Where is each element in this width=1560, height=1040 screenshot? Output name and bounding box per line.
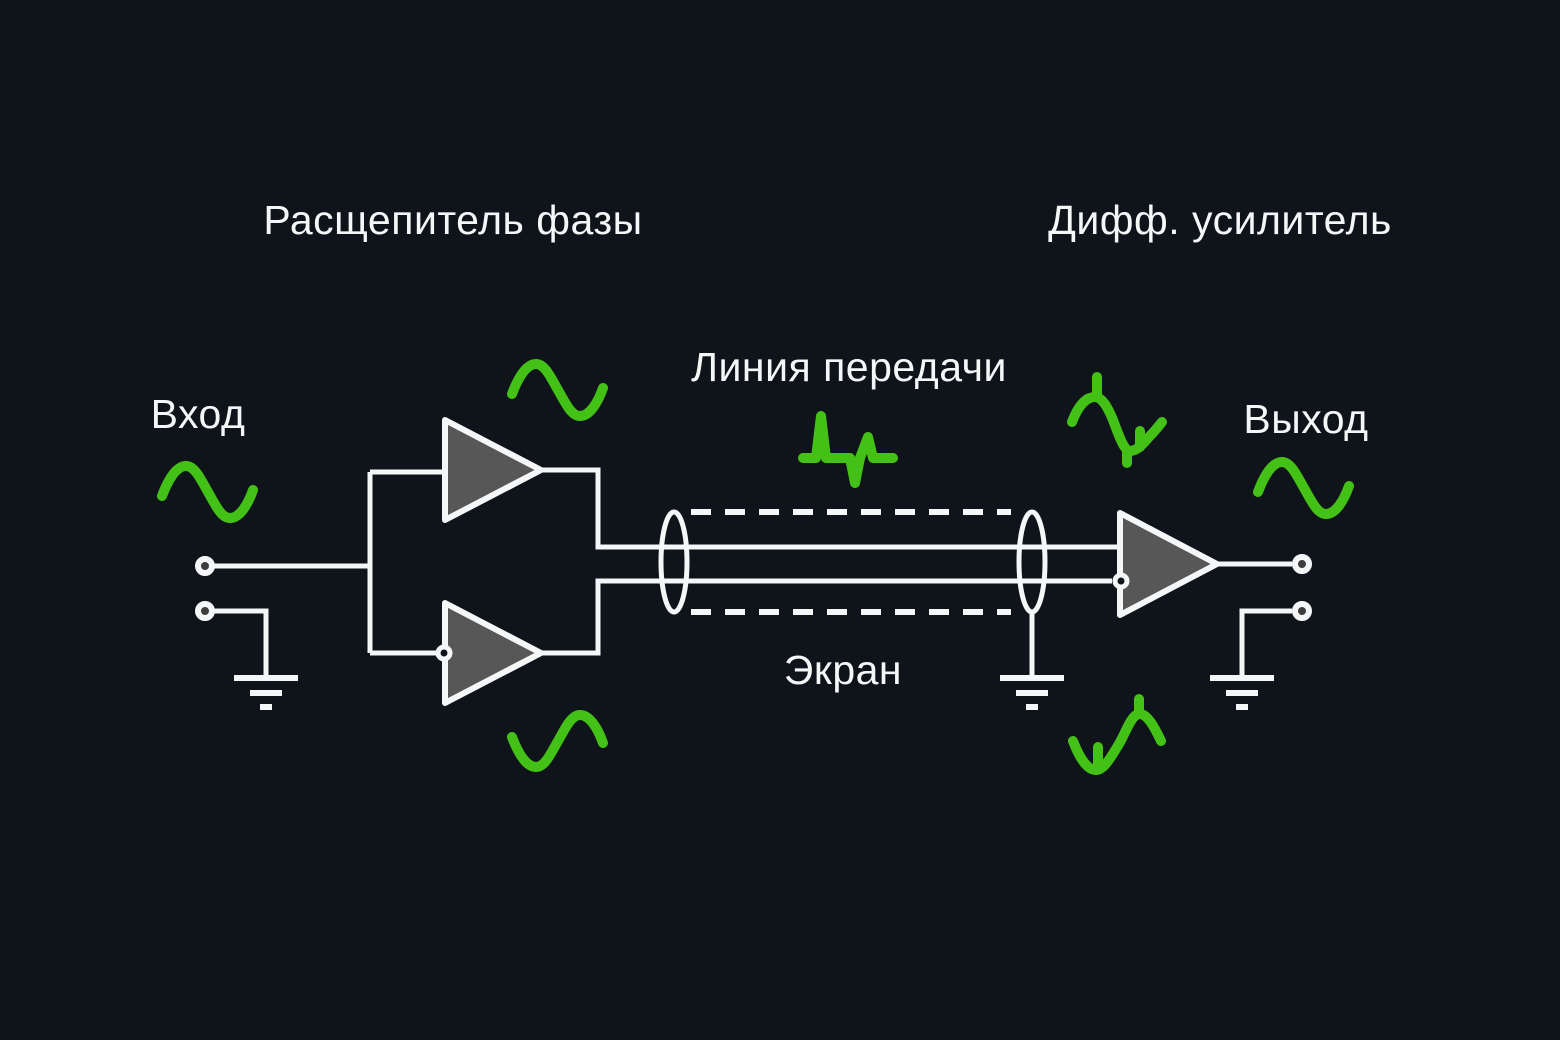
input-terminal-hot bbox=[195, 556, 215, 576]
line-impulse-noise-icon bbox=[798, 411, 898, 488]
amp-bottom-noisy-inverted-sine-wave-icon bbox=[1068, 694, 1166, 775]
splitter-top-sine-wave-icon bbox=[507, 359, 608, 421]
ground-symbol-input bbox=[234, 675, 298, 710]
output-label: Выход bbox=[1243, 396, 1369, 442]
input-terminal-ground bbox=[195, 601, 215, 621]
ground-symbol-output bbox=[1210, 675, 1274, 710]
input-label: Вход bbox=[150, 391, 246, 437]
wire-top-signal-path bbox=[541, 467, 1120, 550]
terminals bbox=[195, 554, 1312, 621]
phase-splitter-bottom-amp bbox=[442, 600, 544, 706]
diff-amp-triangle bbox=[1117, 510, 1220, 618]
output-terminal-hot bbox=[1292, 554, 1312, 574]
transmission-line-shield bbox=[658, 509, 1048, 615]
wire-input-ground bbox=[214, 608, 269, 675]
input-sine-wave-icon bbox=[157, 461, 258, 523]
diff-amplifier-label: Дифф. усилитель bbox=[1048, 197, 1392, 243]
output-terminal-ground bbox=[1292, 601, 1312, 621]
inversion-bubble-icon bbox=[435, 644, 453, 662]
shield-right-connector bbox=[1016, 509, 1048, 615]
ground-symbol-shield bbox=[1000, 675, 1064, 710]
transmission-line-label: Линия передачи bbox=[691, 344, 1007, 390]
phase-splitter-label: Расщепитель фазы bbox=[263, 197, 643, 243]
splitter-bottom-inverted-sine-wave-icon bbox=[507, 710, 608, 772]
wire-output-ground bbox=[1239, 608, 1292, 675]
output-sine-wave-icon bbox=[1253, 457, 1354, 519]
phase-splitter-top-amp bbox=[442, 417, 544, 523]
amp-top-noisy-sine-wave-icon bbox=[1067, 372, 1167, 468]
inversion-bubble-icon bbox=[1112, 572, 1130, 590]
shield-label: Экран bbox=[783, 647, 903, 693]
shield-left-connector bbox=[658, 509, 690, 615]
phase-splitter bbox=[435, 417, 544, 706]
wires bbox=[214, 467, 1292, 675]
diff-amp bbox=[1112, 510, 1220, 618]
wire-bottom-signal-path bbox=[541, 578, 1112, 656]
